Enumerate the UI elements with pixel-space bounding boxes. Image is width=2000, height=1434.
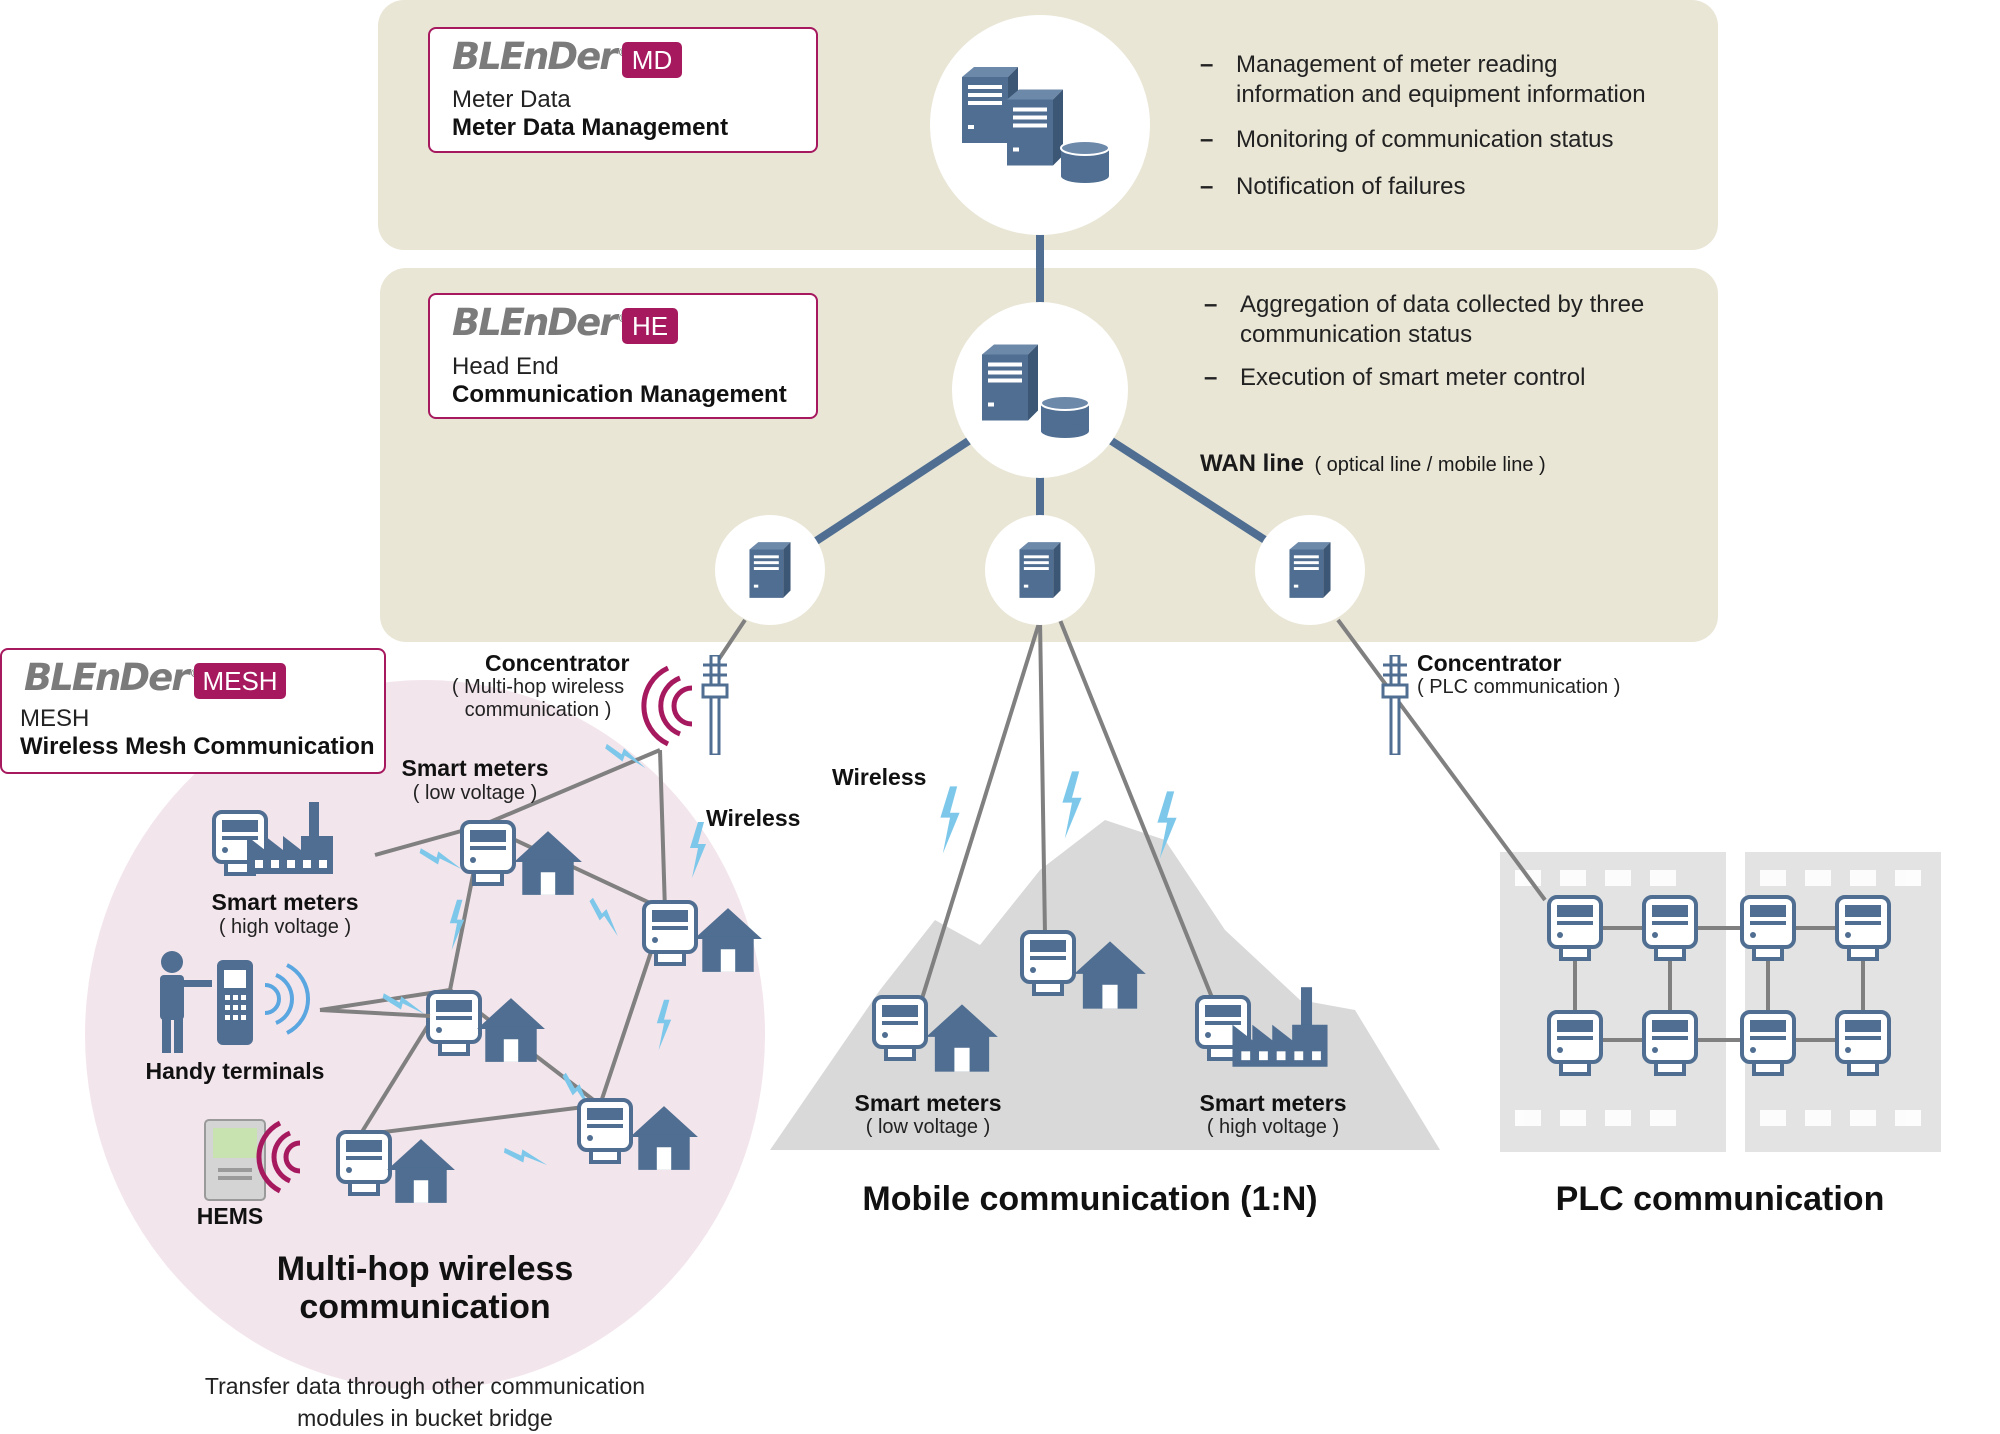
blender-logo: BLEnDer® (452, 301, 628, 344)
concentrator-pole-icon (1381, 655, 1409, 755)
person-icon (160, 951, 212, 1053)
signal-waves-icon (264, 963, 310, 1035)
mobile-high-voltage-note: ( high voltage ) (1206, 1116, 1340, 1138)
concentrator-left-label: Concentrator (485, 650, 630, 676)
md-bullet-2: –Monitoring of communication status (1200, 126, 1614, 153)
he-subtitle: Head End (452, 353, 559, 380)
he-bullet-2: –Execution of smart meter control (1204, 364, 1586, 391)
mobile-low-voltage-note: ( low voltage ) (865, 1116, 991, 1138)
mobile-low-voltage-label: Smart meters (854, 1090, 1002, 1116)
server-icon (1289, 542, 1331, 598)
md-logo-box: BLEnDer® MD Meter Data Meter Data Manage… (428, 27, 818, 153)
md-bullet-1: –Management of meter reading information… (1200, 51, 1646, 108)
mesh-title: Wireless Mesh Communication (20, 733, 375, 760)
blender-logo: BLEnDer® (452, 35, 628, 78)
he-bullet-1: –Aggregation of data collected by three … (1204, 291, 1645, 348)
wan-line-label: WAN line ( optical line / mobile line ) (1200, 450, 1546, 477)
he-title: Communication Management (452, 381, 787, 408)
link-lines (319, 618, 1865, 1137)
handy-terminal-icon (217, 960, 253, 1045)
server-icon (749, 542, 791, 598)
wan-lines (807, 230, 1268, 549)
concentrator-left-note: ( Multi-hop wireless communication ) (451, 676, 625, 721)
md-subtitle: Meter Data (452, 86, 571, 113)
server-icon (1007, 89, 1063, 166)
gateway-servers (715, 515, 1365, 625)
server-icon (1019, 542, 1061, 598)
multihop-section-title: Multi-hop wireless communication (276, 1250, 574, 1326)
mesh-subtitle: MESH (20, 705, 90, 732)
wireless-mobile-label: Wireless (832, 764, 927, 790)
mobile-section-title: Mobile communication (1:N) (862, 1180, 1318, 1218)
hems-label: HEMS (196, 1203, 264, 1229)
he-badge: HE (622, 308, 678, 344)
hems-device-icon (204, 1119, 266, 1201)
mesh-logo-box: BLEnDer® MESH MESH Wireless Mesh Communi… (0, 648, 386, 774)
blender-logo: BLEnDer® (24, 656, 200, 699)
multihop-description: Transfer data through other communicatio… (204, 1373, 646, 1431)
concentrator-right-note: ( PLC communication ) (1417, 676, 1621, 698)
mesh-low-voltage-label: Smart meters (401, 755, 549, 781)
handy-terminals-label: Handy terminals (145, 1058, 325, 1084)
signal-waves-icon (256, 1120, 301, 1194)
database-icon (1060, 140, 1110, 184)
plc-section-title: PLC communication (1555, 1180, 1885, 1218)
md-bullet-3: –Notification of failures (1200, 173, 1466, 200)
database-icon (1040, 395, 1090, 439)
mesh-badge: MESH (194, 663, 286, 699)
md-server-circle (930, 15, 1150, 235)
mesh-high-voltage-note: ( high voltage ) (218, 916, 352, 938)
signal-waves-icon (641, 665, 693, 747)
he-server-circle (952, 302, 1128, 478)
mesh-high-voltage-label: Smart meters (211, 889, 359, 915)
server-icon (982, 344, 1038, 421)
md-badge: MD (622, 42, 682, 78)
mesh-low-voltage-note: ( low voltage ) (412, 782, 538, 804)
concentrator-right-label: Concentrator (1417, 650, 1562, 676)
mobile-high-voltage-label: Smart meters (1199, 1090, 1347, 1116)
wireless-mesh-label: Wireless (706, 805, 801, 831)
md-title: Meter Data Management (452, 114, 729, 141)
concentrator-pole-icon (701, 655, 729, 755)
he-logo-box: BLEnDer® HE Head End Communication Manag… (428, 293, 818, 419)
